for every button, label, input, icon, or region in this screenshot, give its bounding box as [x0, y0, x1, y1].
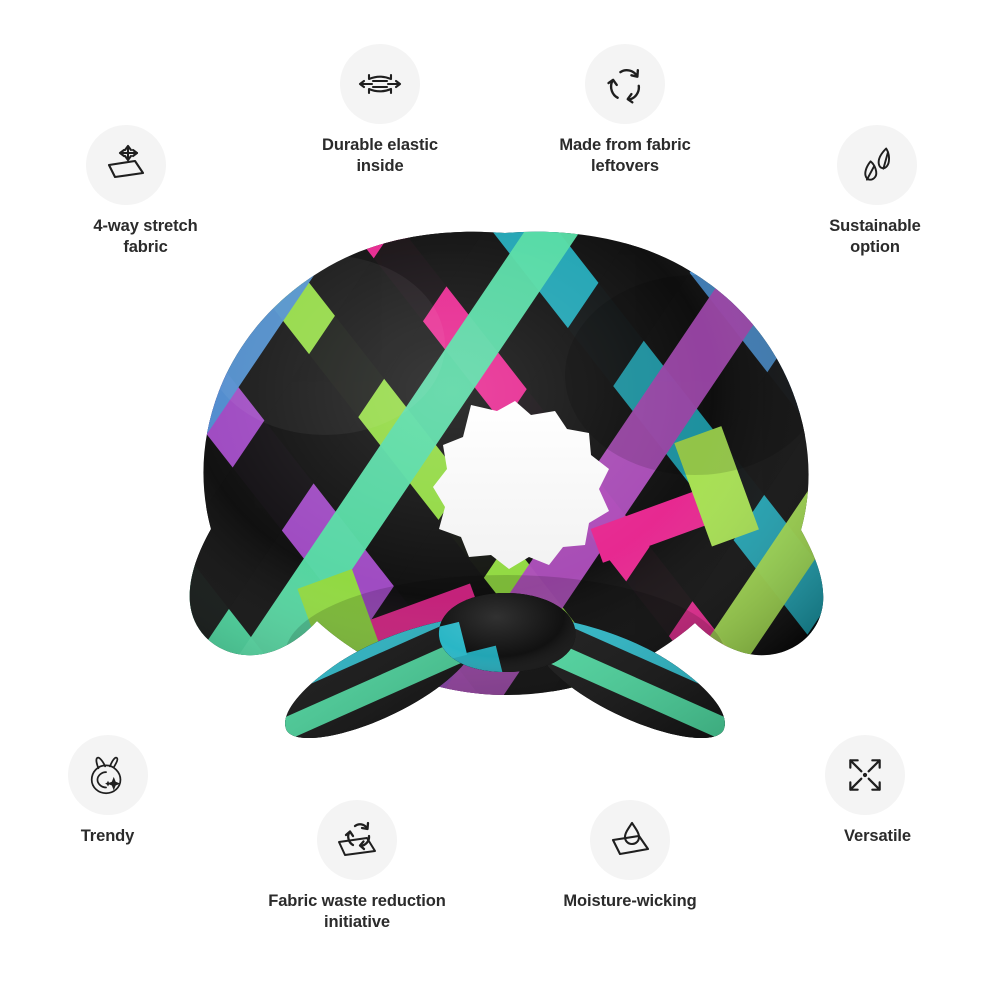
fabric-recycle-icon	[317, 800, 397, 880]
scrunchie-sparkle-icon	[68, 735, 148, 815]
feature-label: Sustainable option	[829, 217, 921, 256]
feature-trendy: Trendy	[30, 735, 185, 847]
fabric-water-drop-icon	[590, 800, 670, 880]
feature-label: Made from fabric leftovers	[559, 136, 691, 175]
feature-sustainable-option: Sustainable option	[795, 125, 955, 258]
two-leaves-icon	[837, 125, 917, 205]
recycle-arrows-icon	[585, 44, 665, 124]
four-way-expand-arrows-icon	[825, 735, 905, 815]
feature-label: Fabric waste reduction initiative	[268, 892, 446, 931]
feature-made-from-fabric-leftovers: Made from fabric leftovers	[530, 44, 720, 177]
feature-4-way-stretch-fabric: 4-way stretch fabric	[48, 125, 243, 258]
feature-durable-elastic-inside: Durable elastic inside	[285, 44, 475, 177]
fabric-stretch-arrows-icon	[86, 125, 166, 205]
feature-label: Trendy	[80, 827, 135, 845]
feature-label: Moisture-wicking	[563, 892, 697, 910]
feature-label: Versatile	[844, 827, 911, 845]
feature-versatile: Versatile	[800, 735, 955, 847]
elastic-band-stretch-icon	[340, 44, 420, 124]
scrunchie-product-photo	[175, 225, 835, 745]
feature-moisture-wicking: Moisture-wicking	[525, 800, 735, 912]
feature-fabric-waste-reduction-initiative: Fabric waste reduction initiative	[228, 800, 486, 933]
feature-label: 4-way stretch fabric	[93, 217, 198, 256]
feature-label: Durable elastic inside	[322, 136, 438, 175]
